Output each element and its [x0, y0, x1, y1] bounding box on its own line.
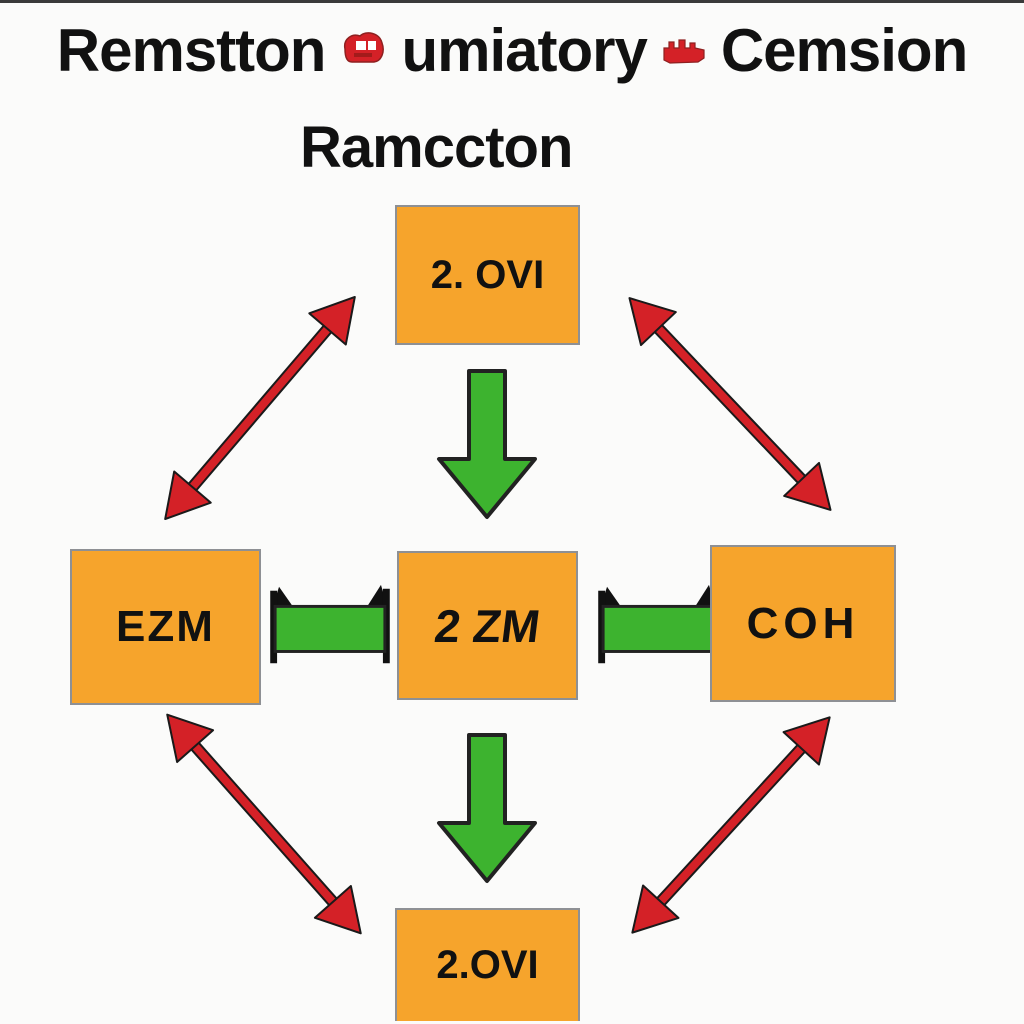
node-right-label: COH [746, 598, 860, 648]
node-left: EZM [70, 549, 261, 705]
title-word-3: Cemsion [720, 17, 968, 84]
node-left-label: EZM [116, 602, 215, 651]
green-bar-connector-right [592, 577, 724, 675]
top-border-line [0, 0, 1024, 3]
green-down-arrow-bottom [432, 732, 542, 884]
title-word-2: umiatory [401, 17, 647, 84]
node-center-label: 2 ZM [431, 599, 544, 652]
green-bar-connector-left [264, 577, 396, 675]
node-bottom-label: 2.OVI [436, 943, 539, 987]
node-bottom: 2.OVI [395, 908, 580, 1021]
title-line-1: Remstton umiatory Cemsion [0, 16, 1024, 85]
red-double-arrow-top-right [605, 275, 855, 534]
node-right: COH [710, 545, 896, 702]
node-top: 2. OVI [395, 205, 580, 345]
node-top-label: 2. OVI [430, 252, 545, 297]
green-down-arrow-top [432, 368, 542, 520]
red-double-arrow-bottom-right [608, 694, 855, 956]
title-line-2: Ramccton [300, 115, 573, 180]
node-center: 2 ZM [397, 551, 578, 700]
red-blob-icon-1 [340, 29, 386, 73]
red-double-arrow-bottom-left [142, 692, 386, 956]
red-double-arrow-top-left [140, 274, 380, 541]
title-word-1: Remstton [56, 17, 327, 84]
red-blob-icon-2 [662, 36, 706, 66]
